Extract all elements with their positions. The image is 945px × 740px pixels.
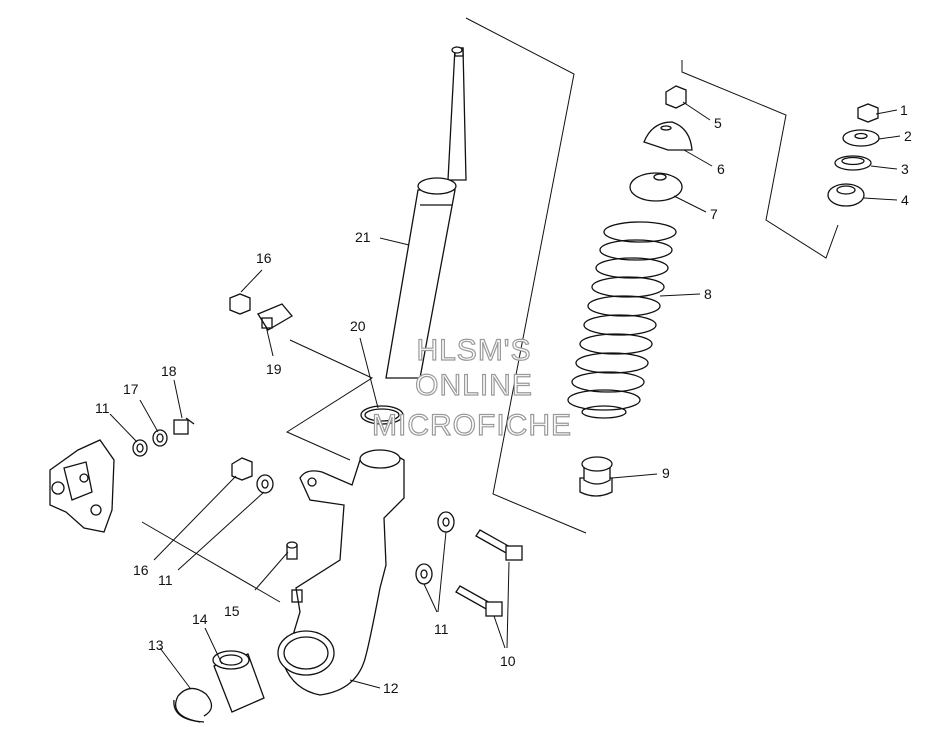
callout-9: 9 bbox=[662, 465, 670, 481]
callout-2: 2 bbox=[904, 128, 912, 144]
part-17-washer bbox=[152, 429, 168, 447]
callout-14: 14 bbox=[192, 611, 208, 627]
part-3-washer bbox=[834, 155, 872, 171]
part-12-knuckle bbox=[277, 449, 405, 696]
part-11-washer-lower-a bbox=[437, 511, 455, 533]
assembly-guide-lines bbox=[141, 17, 839, 603]
part-4-bushing bbox=[827, 183, 865, 207]
callout-18: 18 bbox=[161, 363, 177, 379]
part-1-nut bbox=[857, 103, 879, 123]
callout-10: 10 bbox=[500, 653, 516, 669]
part-13-snap-ring bbox=[173, 687, 213, 723]
callout-5: 5 bbox=[714, 115, 722, 131]
part-7-spring-seat bbox=[629, 172, 683, 202]
part-21-shock-absorber bbox=[385, 46, 467, 379]
callout-11-mid: 11 bbox=[158, 572, 173, 588]
callout-19: 19 bbox=[266, 361, 282, 377]
callout-16-upper: 16 bbox=[256, 250, 272, 266]
brake-caliper bbox=[49, 439, 115, 533]
part-11-washer-mid bbox=[256, 474, 274, 494]
watermark: HLSM'S ONLINE MICROFICHE bbox=[371, 333, 572, 442]
part-14-bearing bbox=[212, 650, 265, 713]
part-10-bolt-a bbox=[475, 529, 523, 561]
part-16-nut-mid bbox=[231, 457, 253, 481]
callout-13: 13 bbox=[148, 637, 164, 653]
watermark-line-2: ONLINE bbox=[415, 369, 533, 402]
part-8-coil-spring bbox=[567, 221, 677, 419]
callout-3: 3 bbox=[901, 161, 909, 177]
callout-labels: 1 2 3 4 5 6 7 8 9 10 11 11 11 12 13 14 1… bbox=[95, 102, 912, 696]
part-5-nut bbox=[665, 85, 687, 109]
part-16-nut-upper bbox=[229, 293, 251, 315]
callout-11-lower: 11 bbox=[434, 621, 449, 637]
callout-1: 1 bbox=[900, 102, 908, 118]
watermark-line-3: MICROFICHE bbox=[372, 409, 572, 442]
callout-17: 17 bbox=[123, 381, 139, 397]
callout-8: 8 bbox=[704, 286, 712, 302]
watermark-line-1: HLSM'S bbox=[416, 334, 531, 367]
part-6-seat bbox=[643, 121, 693, 151]
callout-11-upper: 11 bbox=[95, 400, 110, 416]
part-18-bolt bbox=[173, 417, 195, 435]
part-15-fitting bbox=[286, 541, 298, 560]
callout-21: 21 bbox=[355, 229, 371, 245]
callout-16-mid: 16 bbox=[133, 562, 149, 578]
callout-4: 4 bbox=[901, 192, 909, 208]
callout-12: 12 bbox=[383, 680, 399, 696]
part-2-washer bbox=[842, 129, 880, 147]
leader-lines bbox=[109, 101, 901, 689]
callout-7: 7 bbox=[710, 206, 718, 222]
part-11-washer-lower-b bbox=[415, 563, 433, 585]
callout-6: 6 bbox=[717, 161, 725, 177]
callout-15: 15 bbox=[224, 603, 240, 619]
part-11-washer-upper bbox=[132, 439, 148, 457]
callout-20: 20 bbox=[350, 318, 366, 334]
part-20-ring bbox=[360, 405, 404, 425]
part-19-clip bbox=[257, 303, 293, 331]
part-10-bolt-b bbox=[455, 585, 503, 617]
part-9-bump-stop bbox=[579, 456, 613, 497]
